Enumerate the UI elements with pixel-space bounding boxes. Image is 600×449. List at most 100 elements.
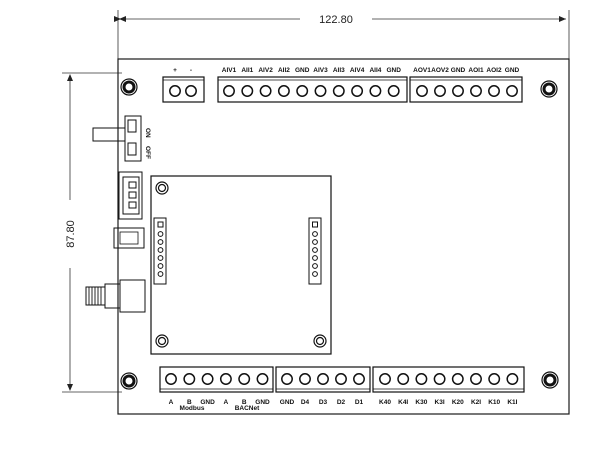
module-header-left	[153, 217, 167, 285]
bus-terminal-screw	[165, 373, 177, 385]
relay-terminal-screw	[506, 373, 519, 385]
digital-input-terminal-screw	[281, 373, 293, 385]
digital-input-terminal-screw	[335, 373, 347, 385]
bus-terminal-label: B	[187, 399, 192, 406]
analog-input-terminal-screw	[332, 85, 345, 97]
mounting-holes	[120, 78, 559, 390]
mounting-hole-bottom-left	[120, 372, 138, 390]
height-dimension: 87.80	[62, 72, 122, 393]
power-terminal-label: +	[173, 67, 177, 74]
analog-output-terminal-label: GND	[505, 67, 520, 74]
relay-terminal-screw	[488, 373, 501, 385]
relay-terminal-label: K1I	[507, 399, 517, 406]
height-dimension-label: 87.80	[65, 220, 77, 248]
digital-input-terminal-label: D1	[355, 399, 364, 406]
analog-output-terminal-screw	[470, 85, 482, 97]
relay-terminal-screw	[397, 373, 410, 385]
bus-terminal-label: A	[169, 399, 174, 406]
relay-terminal-screw	[415, 373, 428, 385]
digital-input-terminal-label: D3	[319, 399, 328, 406]
mounting-hole-top-left	[120, 78, 138, 96]
power-terminal-label: -	[190, 67, 192, 74]
analog-output-terminal-screw	[434, 85, 446, 97]
bus-terminal-screw	[219, 373, 232, 385]
analog-input-terminal-screw	[351, 85, 364, 97]
relay-terminal-label: K3I	[435, 399, 445, 406]
analog-input-terminal-screw	[387, 85, 400, 97]
relay-terminal-screw	[379, 373, 391, 385]
cpu-module	[150, 175, 332, 355]
power-switch: ON OFF	[92, 115, 151, 162]
analog-input-terminal-label: AIV2	[258, 67, 273, 74]
relay-terminal-screw	[470, 373, 482, 385]
switch-off-label: OFF	[144, 146, 151, 159]
analog-input-terminal-label: AII1	[241, 67, 253, 74]
bacnet-group-label: BACNet	[235, 405, 260, 412]
digital-input-terminal-screw	[299, 373, 311, 385]
analog-output-terminal-screw	[416, 85, 428, 97]
bus-terminal-block: A B GND A B GND Modbus BACNet	[159, 366, 274, 412]
module-hole-bottom-right	[313, 334, 327, 348]
board-outline	[117, 58, 570, 415]
bus-terminal-screw	[256, 373, 269, 385]
width-dimension-label: 122.80	[319, 14, 353, 26]
bus-terminal-label: GND	[255, 399, 270, 406]
analog-output-terminal-screw	[506, 85, 518, 97]
bus-terminal-screw	[183, 373, 196, 385]
modbus-group-label: Modbus	[180, 405, 205, 412]
relay-terminal-label: K40	[379, 399, 391, 406]
analog-output-terminal-label: AOI1	[468, 67, 484, 74]
analog-input-terminal-label: AII2	[278, 67, 290, 74]
power-terminal-block: +-	[162, 67, 205, 103]
module-hole-top-left	[155, 181, 169, 195]
analog-output-terminal-label: AOV1	[413, 67, 431, 74]
analog-input-terminal-label: GND	[386, 67, 401, 74]
analog-input-terminal-label: AII4	[369, 67, 381, 74]
relay-terminal-screw	[433, 373, 446, 385]
analog-input-terminal-label: AIV1	[222, 67, 237, 74]
relay-terminal-screw	[451, 373, 464, 385]
analog-input-terminal-screw	[223, 85, 235, 97]
analog-input-terminal-screw	[259, 85, 272, 97]
mounting-hole-bottom-right	[541, 371, 559, 389]
analog-input-terminal-screw	[241, 85, 254, 97]
relay-terminal-label: K4I	[398, 399, 408, 406]
power-terminal-screw	[185, 85, 197, 97]
digital-input-terminal-label: D2	[337, 399, 346, 406]
analog-input-terminal-screw	[314, 85, 327, 97]
bus-terminal-label: B	[242, 399, 247, 406]
analog-output-terminal-screw	[488, 85, 500, 97]
bus-terminal-label: GND	[200, 399, 215, 406]
bus-terminal-screw	[238, 373, 251, 385]
relay-terminal-label: K20	[452, 399, 464, 406]
analog-input-terminal-screw	[296, 85, 309, 97]
power-terminal-screw	[169, 85, 181, 97]
usb-port	[113, 227, 145, 249]
mounting-hole-top-right	[540, 80, 558, 98]
digital-input-terminal-screw	[353, 373, 365, 385]
digital-input-terminal-screw	[317, 373, 329, 385]
width-dimension: 122.80	[114, 10, 570, 60]
digital-input-terminal-label: GND	[280, 399, 295, 406]
relay-terminal-label: K10	[488, 399, 500, 406]
analog-output-terminal-label: GND	[451, 67, 466, 74]
relay-terminal-label: K2I	[471, 399, 481, 406]
analog-input-terminal-label: AII3	[333, 67, 345, 74]
module-header-right	[308, 217, 322, 285]
analog-output-terminal-label: AOV2	[431, 67, 449, 74]
analog-output-terminal-label: AOI2	[486, 67, 502, 74]
bus-terminal-screw	[201, 373, 214, 385]
switch-on-label: ON	[144, 128, 151, 138]
antenna-connector	[85, 279, 146, 313]
three-pin-connector	[118, 171, 143, 220]
bus-terminal-label: A	[224, 399, 229, 406]
analog-input-terminal-label: GND	[295, 67, 310, 74]
analog-input-terminal-label: AIV3	[313, 67, 328, 74]
analog-input-terminal-screw	[277, 85, 290, 97]
